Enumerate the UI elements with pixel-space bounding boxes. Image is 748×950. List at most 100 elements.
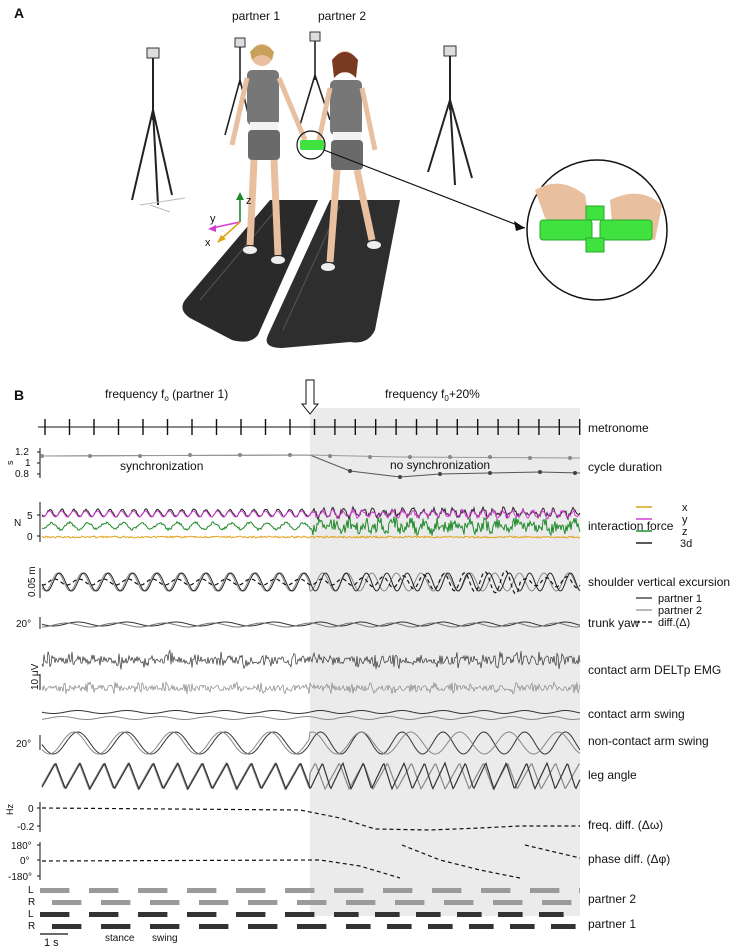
footfall-stance-bar (285, 888, 315, 893)
tripod-right (427, 45, 473, 186)
footfall-stance-bar (236, 912, 266, 917)
footfall-stance-bar (375, 912, 400, 917)
footfall-stance-bar (457, 912, 482, 917)
time-scale-label: 1 s (44, 937, 59, 949)
force-axis (37, 502, 41, 542)
freq-tick-neg: -0.2 (17, 822, 35, 833)
footfall-stance-bar (101, 924, 131, 929)
emg-partner1 (41, 649, 581, 670)
phase-axis (37, 842, 41, 880)
cycle-dot-partner2 (488, 455, 492, 459)
zoom-inset (526, 159, 668, 301)
cycle-axis (37, 448, 41, 478)
force-y-trace (41, 507, 581, 520)
shoulder-partner1 (41, 572, 581, 592)
tripod-center-left (224, 37, 253, 136)
shoulder-scale: 0.05 m (27, 566, 38, 597)
treadmills (182, 200, 400, 348)
cycle-dot-partner2 (328, 454, 332, 458)
freq-tick-0: 0 (28, 804, 34, 815)
footfall-stance-bar (334, 888, 364, 893)
tripod-center (299, 31, 331, 126)
footfall-stance-bar (346, 900, 376, 905)
partner1-label: partner 1 (232, 9, 280, 23)
walker-partner1 (229, 44, 308, 264)
phase-tick-neg180: -180° (8, 872, 32, 883)
tripod-left (131, 47, 173, 206)
label-shoulder: shoulder vertical excursion (588, 575, 730, 589)
cycle-dot-partner2 (568, 456, 572, 460)
force-x-trace (41, 535, 581, 539)
footfall-stance-bar (285, 912, 315, 917)
cycle-dot-partner2 (528, 456, 532, 460)
contact-swing-partner1 (41, 710, 581, 714)
cycle-dot-partner2 (368, 455, 372, 459)
noncontact-swing-partner2 (41, 731, 581, 755)
foot-R2: R (28, 897, 35, 908)
footfall-stance-bar (52, 900, 82, 905)
footfall-stance-bar (40, 888, 70, 893)
cycle-dot-partner1 (438, 472, 442, 476)
axis-z-label: z (246, 195, 252, 207)
footfall-stance-bar (346, 924, 371, 929)
partner2-label: partner 2 (318, 9, 366, 23)
footfall-stance-bar (52, 924, 82, 929)
footfall-stance-bar (493, 900, 523, 905)
emg-scale: 10 μV (30, 663, 41, 690)
footfall-stance-bar (297, 900, 327, 905)
legend-3d: 3d (680, 538, 692, 550)
footfall-stance-bar (539, 912, 564, 917)
shoulder-diff (42, 570, 581, 595)
label-contact-swing: contact arm swing (588, 707, 685, 721)
legend-x: x (682, 502, 688, 514)
shift-arrow (300, 379, 320, 415)
force-legend (636, 506, 652, 544)
no-sync-annotation: no synchronization (390, 458, 490, 472)
foot-R1: R (28, 921, 35, 932)
leg-angle-partner2 (41, 762, 581, 791)
label-metronome: metronome (588, 421, 649, 435)
line-legend (636, 597, 652, 623)
cycle-unit: s (5, 460, 15, 465)
trunk-partner1 (41, 621, 581, 627)
footfall-stance-bar (101, 900, 131, 905)
cycle-tick-1: 1.2 (15, 447, 29, 458)
phase-tick-180: 180° (11, 841, 32, 852)
footfall-stance-bar (248, 900, 278, 905)
footfall-stance-bar (236, 888, 266, 893)
panel-a-label: A (14, 5, 24, 21)
cycle-dot-partner2 (238, 453, 242, 457)
footfall-stance-bar (150, 900, 180, 905)
footfall-stance-bar (187, 888, 217, 893)
label-freq-diff: freq. diff. (Δω) (588, 818, 663, 832)
footfall-stance-bar (138, 888, 168, 893)
cycle-dot-partner2 (288, 453, 292, 457)
force-z-trace (41, 515, 581, 537)
label-leg-angle: leg angle (588, 768, 637, 782)
cycle-dot-partner2 (138, 454, 142, 458)
cycle-dot-partner2 (188, 453, 192, 457)
label-interaction-force: interaction force (588, 519, 674, 533)
cycle-dot-partner1 (538, 470, 542, 474)
noncontact-swing-partner1 (41, 731, 581, 755)
footfall-stance-bar (150, 924, 180, 929)
footfall-stance-bar (530, 888, 560, 893)
axes-triad (208, 192, 244, 243)
phase-diff-trace (41, 844, 581, 879)
cycle-dot-partner1 (488, 471, 492, 475)
cycle-tick-3: 0.8 (15, 469, 29, 480)
footfall-stance-bar (551, 924, 576, 929)
label-emg: contact arm DELTp EMG (588, 663, 721, 677)
cycle-dot-partner1 (398, 475, 402, 479)
foot-L1: L (28, 909, 34, 920)
freq-right-label: frequency f0+20% (385, 387, 480, 403)
footfall-stance-bar (542, 900, 572, 905)
legend-partner2: partner 2 (658, 605, 702, 617)
freq-unit: Hz (5, 804, 15, 815)
contact-swing-partner2 (41, 716, 581, 720)
label-phase-diff: phase diff. (Δφ) (588, 852, 670, 866)
force-unit: N (14, 518, 21, 529)
phase-tick-0: 0° (20, 856, 30, 867)
cycle-dot-partner1 (348, 469, 352, 473)
